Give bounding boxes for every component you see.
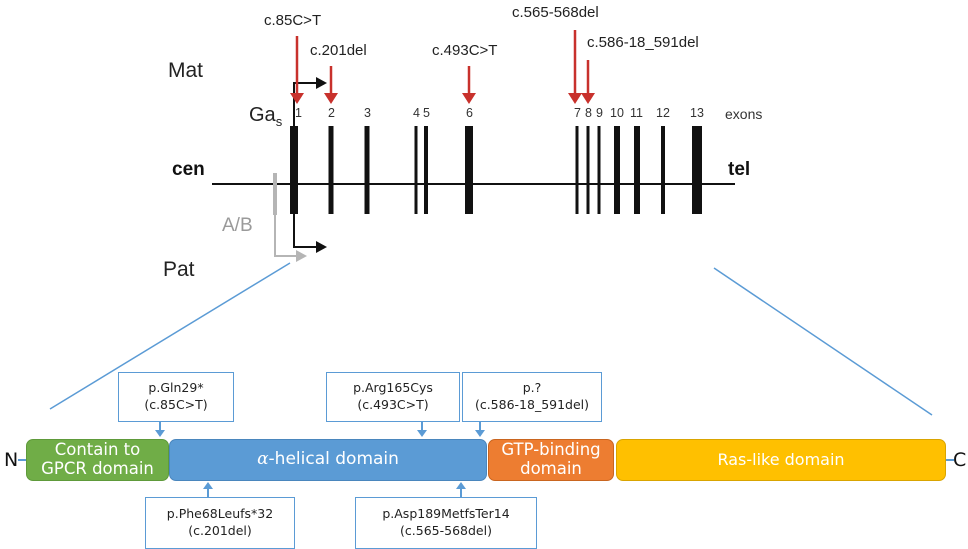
exon-bar-2 (328, 126, 334, 214)
mutation-label-c85: c.85C>T (264, 12, 322, 29)
variant-cdna: (c.493C>T) (357, 397, 429, 412)
gas-paternal-promoter-arrow-icon (293, 212, 327, 253)
exon-bar-5 (424, 126, 428, 214)
exon-number-5: 5 (423, 106, 430, 120)
ab-promoter-label: A/B (222, 215, 253, 236)
domain-gtp-line2: domain (520, 459, 582, 478)
domain-alpha-helical: α-helical domain (169, 439, 487, 481)
gas-label-subscript: s (275, 114, 283, 129)
exon-number-13: 13 (690, 106, 704, 120)
exon-bar-9 (597, 126, 601, 214)
domain-alpha-rest: -helical domain (268, 449, 399, 470)
exon-bar-3 (364, 126, 370, 214)
exon-number-1: 1 (295, 106, 302, 120)
mutation-label-c586: c.586-18_591del (587, 34, 699, 51)
zoom-line-right (713, 267, 933, 416)
variant-protein: p.Asp189MetfsTer14 (382, 506, 510, 522)
mutation-arrow-icon (568, 30, 582, 104)
mutation-arrow-icon (290, 36, 304, 104)
variant-cdna: (c.586-18_591del) (474, 397, 590, 412)
exon-number-10: 10 (610, 106, 624, 120)
variant-cdna: (c.85C>T) (144, 397, 208, 412)
exon-bar-8 (586, 126, 590, 214)
mutation-label-c201: c.201del (310, 42, 367, 59)
variant-box-p-unknown: p.? (c.586-18_591del) (462, 372, 602, 422)
exon-number-3: 3 (364, 106, 371, 120)
exon-bar-1 (290, 126, 298, 214)
domain-gpcr-line1: Contain to (54, 440, 141, 460)
callout-arrow-phe68-icon (203, 482, 213, 498)
variant-protein: p.Phe68Leufs*32 (166, 506, 274, 522)
mutation-label-c565: c.565-568del (512, 4, 599, 21)
variant-box-gln29: p.Gln29* (c.85C>T) (118, 372, 234, 422)
gas-label-text: Ga (249, 104, 276, 126)
mutation-arrow-icon (581, 60, 595, 104)
gas-maternal-promoter-arrow-icon (293, 77, 327, 128)
callout-arrow-p-unknown-icon (475, 421, 485, 437)
exons-label: exons (725, 106, 763, 122)
domain-gpcr: Contain to GPCR domain (26, 439, 169, 481)
callout-arrow-arg165-icon (417, 421, 427, 437)
maternal-label: Mat (168, 59, 204, 82)
exon-bar-11 (634, 126, 640, 214)
exon-bar-7 (575, 126, 579, 214)
exon-number-8: 8 (585, 106, 592, 120)
variant-cdna: (c.201del) (188, 523, 252, 538)
alpha-symbol: α (257, 449, 269, 470)
exon-number-2: 2 (328, 106, 335, 120)
exon-bar-12 (661, 126, 665, 214)
mutation-arrow-icon (324, 66, 338, 104)
mutation-label-c493: c.493C>T (432, 42, 498, 59)
exon-number-12: 12 (656, 106, 670, 120)
telomere-label: tel (728, 159, 751, 180)
domain-gtp-binding: GTP-binding domain (488, 439, 614, 481)
exon-bar-4 (414, 126, 418, 214)
domain-ras-label: Ras-like domain (717, 449, 845, 469)
domain-ras-like: Ras-like domain (616, 439, 946, 481)
exon-number-4: 4 (413, 106, 420, 120)
callout-arrow-asp189-icon (456, 482, 466, 498)
variant-protein: p.Arg165Cys (353, 380, 433, 396)
zoom-line-left (49, 262, 291, 410)
exon-bar-13 (692, 126, 702, 214)
ab-promoter-arrow-icon (273, 173, 307, 262)
c-terminus-label: C (953, 449, 967, 471)
variant-protein: p.Gln29* (148, 380, 204, 396)
centromere-label: cen (172, 159, 205, 180)
variant-cdna: (c.565-568del) (400, 523, 492, 538)
variant-box-phe68: p.Phe68Leufs*32 (c.201del) (145, 497, 295, 549)
paternal-label: Pat (163, 258, 195, 281)
exon-number-9: 9 (596, 106, 603, 120)
exon-number-7: 7 (574, 106, 581, 120)
gas-promoter-label: Gas (249, 104, 282, 129)
exon-number-6: 6 (466, 106, 473, 120)
exon-number-11: 11 (630, 106, 643, 120)
variant-protein: p.? (522, 380, 542, 396)
exon-bar-10 (614, 126, 620, 214)
domain-gpcr-line2: GPCR domain (41, 459, 154, 478)
variant-box-arg165: p.Arg165Cys (c.493C>T) (326, 372, 460, 422)
mutation-arrow-icon (462, 66, 476, 104)
n-terminus-label: N (4, 449, 19, 471)
callout-arrow-gln29-icon (155, 421, 165, 437)
exon-bar-6 (465, 126, 473, 214)
domain-gtp-line1: GTP-binding (501, 440, 601, 460)
variant-box-asp189: p.Asp189MetfsTer14 (c.565-568del) (355, 497, 537, 549)
